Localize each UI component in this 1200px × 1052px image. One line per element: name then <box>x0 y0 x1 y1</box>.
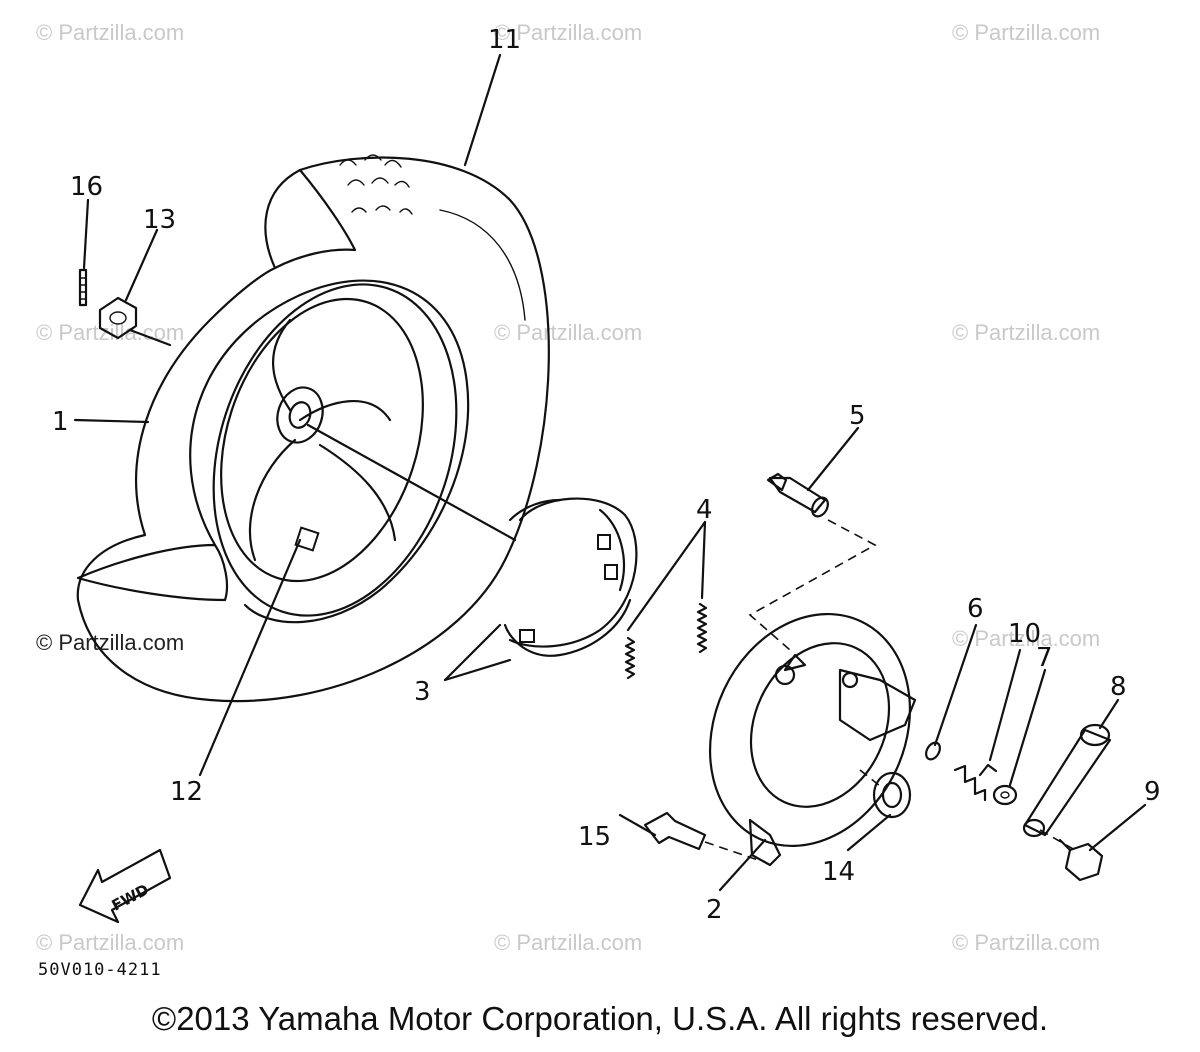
callout-7: 7 <box>1036 643 1053 673</box>
watermark: © Partzilla.com <box>494 20 642 45</box>
callout-2: 2 <box>706 895 723 925</box>
callout-labels: 1 2 3 4 5 6 7 8 9 10 11 12 13 14 15 16 <box>52 25 1161 925</box>
brake-panel-drawing <box>708 612 917 867</box>
callout-14: 14 <box>822 857 855 887</box>
leader-lines <box>73 53 1147 892</box>
fwd-arrow: FWD <box>78 848 172 924</box>
callout-15: 15 <box>578 822 611 852</box>
watermark: © Partzilla.com <box>952 930 1100 955</box>
fwd-label: FWD <box>109 880 152 914</box>
small-parts-drawing <box>78 268 1112 882</box>
watermark: © Partzilla.com <box>36 20 184 45</box>
watermark: © Partzilla.com <box>36 930 184 955</box>
diagram-code: 50V010-4211 <box>38 960 162 980</box>
callout-5: 5 <box>849 401 866 431</box>
callout-4: 4 <box>696 495 713 525</box>
callout-11: 11 <box>488 25 521 55</box>
springs-drawing <box>624 602 708 680</box>
watermark: © Partzilla.com <box>36 630 184 655</box>
callout-8: 8 <box>1110 672 1127 702</box>
callout-10: 10 <box>1008 619 1041 649</box>
watermark: © Partzilla.com <box>952 626 1100 651</box>
watermark: © Partzilla.com <box>494 930 642 955</box>
watermark: © Partzilla.com <box>494 320 642 345</box>
copyright-notice: ©2013 Yamaha Motor Corporation, U.S.A. A… <box>151 1000 1049 1037</box>
brake-shoes-drawing <box>503 497 638 657</box>
watermark: © Partzilla.com <box>952 20 1100 45</box>
callout-6: 6 <box>967 594 984 624</box>
callout-16: 16 <box>70 172 103 202</box>
callout-12: 12 <box>170 777 203 807</box>
assembly-lines <box>704 519 1076 861</box>
camshaft-drawing <box>766 472 829 518</box>
callout-13: 13 <box>143 205 176 235</box>
callout-1: 1 <box>52 407 69 437</box>
callout-3: 3 <box>414 677 431 707</box>
tire-wheel-drawing <box>76 154 550 703</box>
watermark: © Partzilla.com <box>952 320 1100 345</box>
callout-9: 9 <box>1144 777 1161 807</box>
